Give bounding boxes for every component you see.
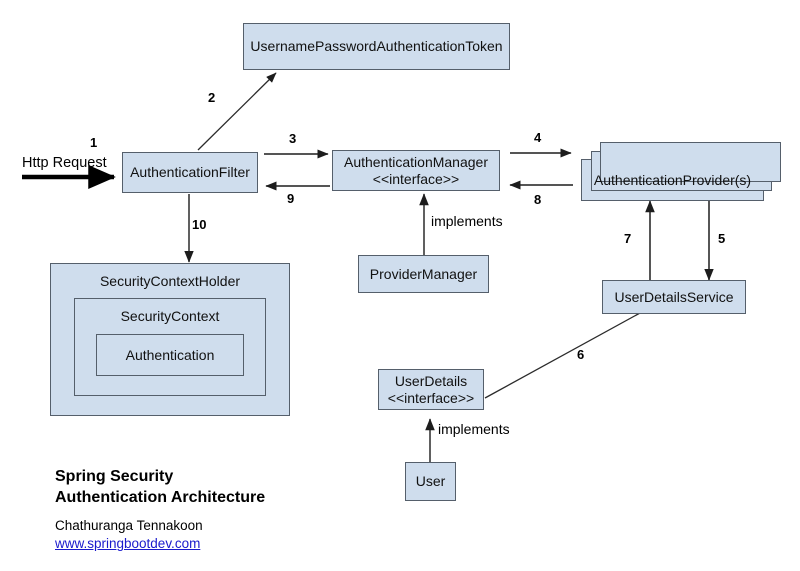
- node-authentication-filter[interactable]: AuthenticationFilter: [122, 152, 258, 193]
- title-block: Spring Security Authentication Architect…: [55, 466, 375, 554]
- node-user-details[interactable]: UserDetails <<interface>>: [378, 369, 484, 410]
- edge-label-5: 5: [718, 231, 726, 246]
- node-label: UserDetailsService: [614, 288, 734, 305]
- node-label: SecurityContextHolder: [99, 273, 241, 289]
- node-label: ProviderManager: [369, 265, 478, 282]
- edge-label-1: 1: [90, 135, 98, 150]
- edge-label-7: 7: [624, 231, 632, 246]
- node-user[interactable]: User: [405, 462, 456, 501]
- node-label: AuthenticationProvider(s): [593, 171, 752, 188]
- edge-label-8: 8: [534, 192, 542, 207]
- title-line-1: Spring Security: [55, 468, 174, 485]
- website-link[interactable]: www.springbootdev.com: [55, 536, 201, 552]
- node-user-details-service[interactable]: UserDetailsService: [602, 280, 746, 314]
- edge-2-token: [197, 72, 277, 151]
- title-line-2: Authentication Architecture: [55, 489, 266, 507]
- node-authentication[interactable]: Authentication: [96, 334, 244, 376]
- node-label: AuthenticationManager: [344, 154, 488, 171]
- author-name: Chathuranga Tennakoon: [55, 518, 203, 534]
- edge-label-4: 4: [534, 130, 542, 145]
- node-stereotype: <<interface>>: [372, 170, 460, 187]
- node-stereotype: <<interface>>: [387, 389, 475, 406]
- edge-label-2: 2: [208, 90, 216, 105]
- edge-6-to-user-details: [484, 312, 641, 399]
- node-label: User: [415, 473, 446, 490]
- implements-label-provider-manager: implements: [431, 213, 503, 229]
- edge-label-9: 9: [287, 191, 295, 206]
- node-label: UsernamePasswordAuthenticationToken: [250, 38, 503, 55]
- edge-label-10: 10: [192, 217, 207, 232]
- edge-label-6: 6: [577, 347, 585, 362]
- node-authentication-manager[interactable]: AuthenticationManager <<interface>>: [332, 150, 500, 191]
- node-label: Authentication: [125, 346, 215, 363]
- edge-label-3: 3: [289, 131, 297, 146]
- node-provider-manager[interactable]: ProviderManager: [358, 255, 489, 293]
- node-label: UserDetails: [394, 373, 468, 390]
- http-request-label: Http Request: [22, 155, 107, 171]
- node-label: AuthenticationFilter: [130, 164, 250, 181]
- node-username-password-authentication-token[interactable]: UsernamePasswordAuthenticationToken: [243, 23, 510, 70]
- node-authentication-provider[interactable]: AuthenticationProvider(s): [581, 159, 764, 201]
- implements-label-user: implements: [438, 421, 510, 437]
- node-label: SecurityContext: [120, 308, 220, 324]
